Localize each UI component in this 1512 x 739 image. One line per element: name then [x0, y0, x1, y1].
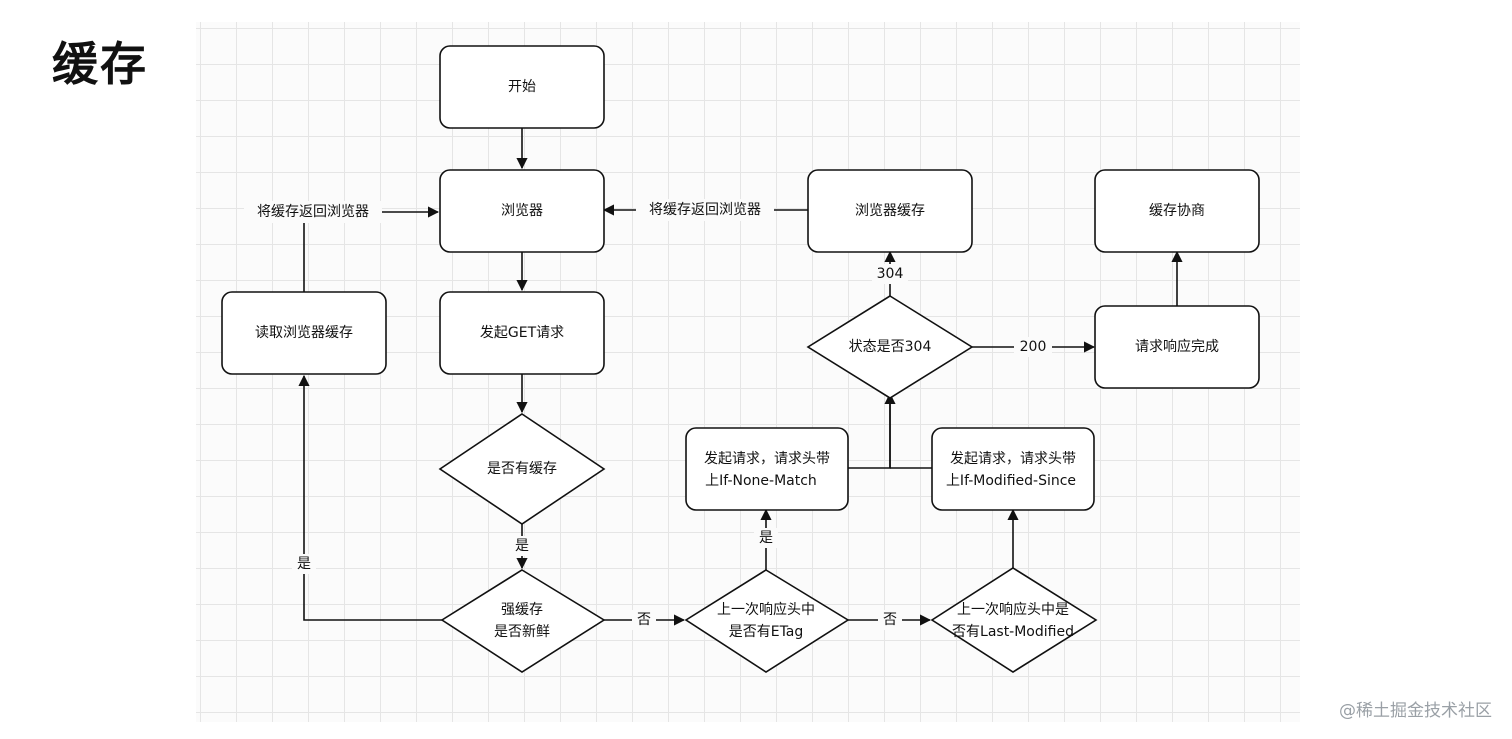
node-status-304 — [806, 295, 974, 399]
node-start-label: 开始 — [508, 79, 536, 95]
edge-labels: 将缓存返回浏览器 将缓存返回浏览器 304 200 是 是 否 是 否 — [244, 199, 1052, 630]
edge-nonematch-to-status — [848, 394, 891, 469]
node-has-etag-line1: 上一次响应头中 — [717, 601, 815, 618]
node-browser-cache — [807, 169, 973, 253]
label-return-cache-right: 将缓存返回浏览器 — [649, 202, 761, 218]
node-has-last-modified-line1: 上一次响应头中是 — [957, 601, 1069, 618]
node-labels: 开始 浏览器 浏览器缓存 缓存协商 读取浏览器缓存 发起GET请求 请求响应完成… — [255, 79, 1219, 640]
label-yes-has-cache: 是 — [515, 538, 529, 554]
label-304: 304 — [877, 266, 904, 282]
node-browser — [439, 169, 605, 253]
node-start — [439, 45, 605, 129]
node-req-modified-since-line2: 上If-Modified-Since — [946, 473, 1076, 489]
node-strong-fresh-line2: 是否新鲜 — [494, 624, 550, 640]
node-has-last-modified — [930, 567, 1098, 673]
node-response-done — [1094, 305, 1260, 389]
node-strong-fresh-line1: 强缓存 — [501, 602, 543, 618]
label-200: 200 — [1020, 339, 1047, 355]
node-has-etag — [684, 569, 850, 673]
node-read-cache-label: 读取浏览器缓存 — [255, 324, 353, 341]
label-no-fresh: 否 — [637, 612, 651, 628]
node-req-none-match — [685, 427, 849, 511]
node-read-cache — [221, 291, 387, 375]
watermark: @稀土掘金技术社区 — [1339, 701, 1492, 721]
node-negotiate — [1094, 169, 1260, 253]
node-response-done-label: 请求响应完成 — [1135, 338, 1219, 355]
edge-readcache-to-browser — [303, 206, 440, 292]
node-req-none-match-line2: 上If-None-Match — [705, 473, 817, 489]
diamond-nodes — [438, 295, 1098, 673]
node-get-request — [439, 291, 605, 375]
node-has-last-modified-line2: 否有Last-Modified — [952, 624, 1074, 640]
node-get-request-label: 发起GET请求 — [480, 325, 564, 341]
label-yes-fresh: 是 — [297, 556, 311, 572]
node-browser-label: 浏览器 — [501, 203, 543, 219]
label-yes-etag: 是 — [759, 530, 773, 546]
node-req-none-match-line1: 发起请求，请求头带 — [704, 451, 830, 467]
node-has-cache-label: 是否有缓存 — [487, 461, 557, 477]
node-has-cache — [438, 413, 606, 525]
label-no-etag: 否 — [883, 612, 897, 628]
node-strong-fresh — [440, 569, 606, 673]
node-has-etag-line2: 是否有ETag — [729, 624, 804, 640]
node-negotiate-label: 缓存协商 — [1149, 203, 1205, 219]
label-return-cache-left: 将缓存返回浏览器 — [257, 204, 369, 220]
edge-fresh-to-readcache — [298, 374, 442, 621]
node-req-modified-since — [931, 427, 1095, 511]
page-title: 缓存 — [52, 37, 148, 91]
node-browser-cache-label: 浏览器缓存 — [855, 203, 925, 219]
node-req-modified-since-line1: 发起请求，请求头带 — [950, 451, 1076, 467]
node-status-304-label: 状态是否304 — [849, 339, 932, 355]
rect-nodes — [221, 45, 1260, 511]
